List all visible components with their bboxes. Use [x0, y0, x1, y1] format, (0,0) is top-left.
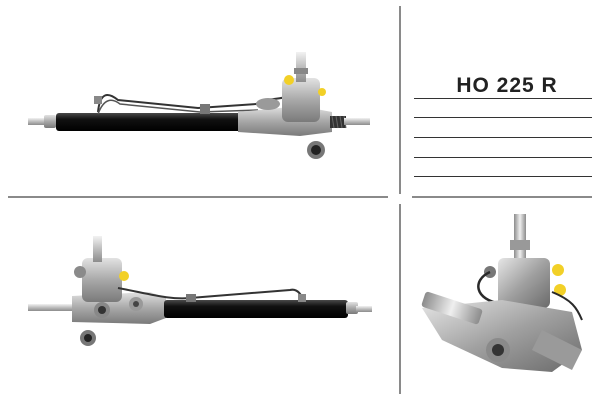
tie-rod-left — [28, 118, 54, 125]
photo-steering-rack-side — [0, 0, 398, 195]
rack-tube — [56, 113, 242, 131]
tie-rod-right — [344, 118, 370, 125]
input-shaft — [514, 214, 526, 262]
vertical-divider-bottom — [399, 204, 401, 394]
label-sheet: HO 225 R — [402, 0, 600, 196]
input-shaft — [93, 236, 102, 262]
sheet-line — [414, 117, 592, 118]
photo-valve-closeup — [402, 200, 600, 400]
input-shaft — [296, 52, 306, 82]
fitting-yellow — [552, 264, 564, 276]
valve-body — [498, 258, 550, 308]
part-code: HO 225 R — [456, 74, 558, 97]
valve-closeup-illustration — [421, 214, 583, 372]
tie-rod-right — [356, 306, 372, 312]
photo-steering-rack-rear — [0, 200, 398, 400]
horizontal-divider-left — [8, 196, 388, 198]
horizontal-divider-right — [412, 196, 592, 198]
sheet-line — [414, 98, 592, 99]
sheet-line — [414, 137, 592, 138]
valve-body — [282, 78, 320, 122]
fitting-yellow — [119, 271, 129, 281]
rack-rod — [421, 291, 483, 325]
sheet-line — [414, 157, 592, 158]
valve-body — [82, 258, 122, 302]
sheet-line — [414, 176, 592, 177]
fitting-yellow — [284, 75, 294, 85]
tie-rod-left — [28, 304, 72, 311]
vertical-divider-top — [399, 6, 401, 194]
steering-rack-rear-illustration — [28, 236, 372, 346]
steering-rack-illustration — [28, 52, 370, 159]
rack-tube — [164, 300, 348, 318]
